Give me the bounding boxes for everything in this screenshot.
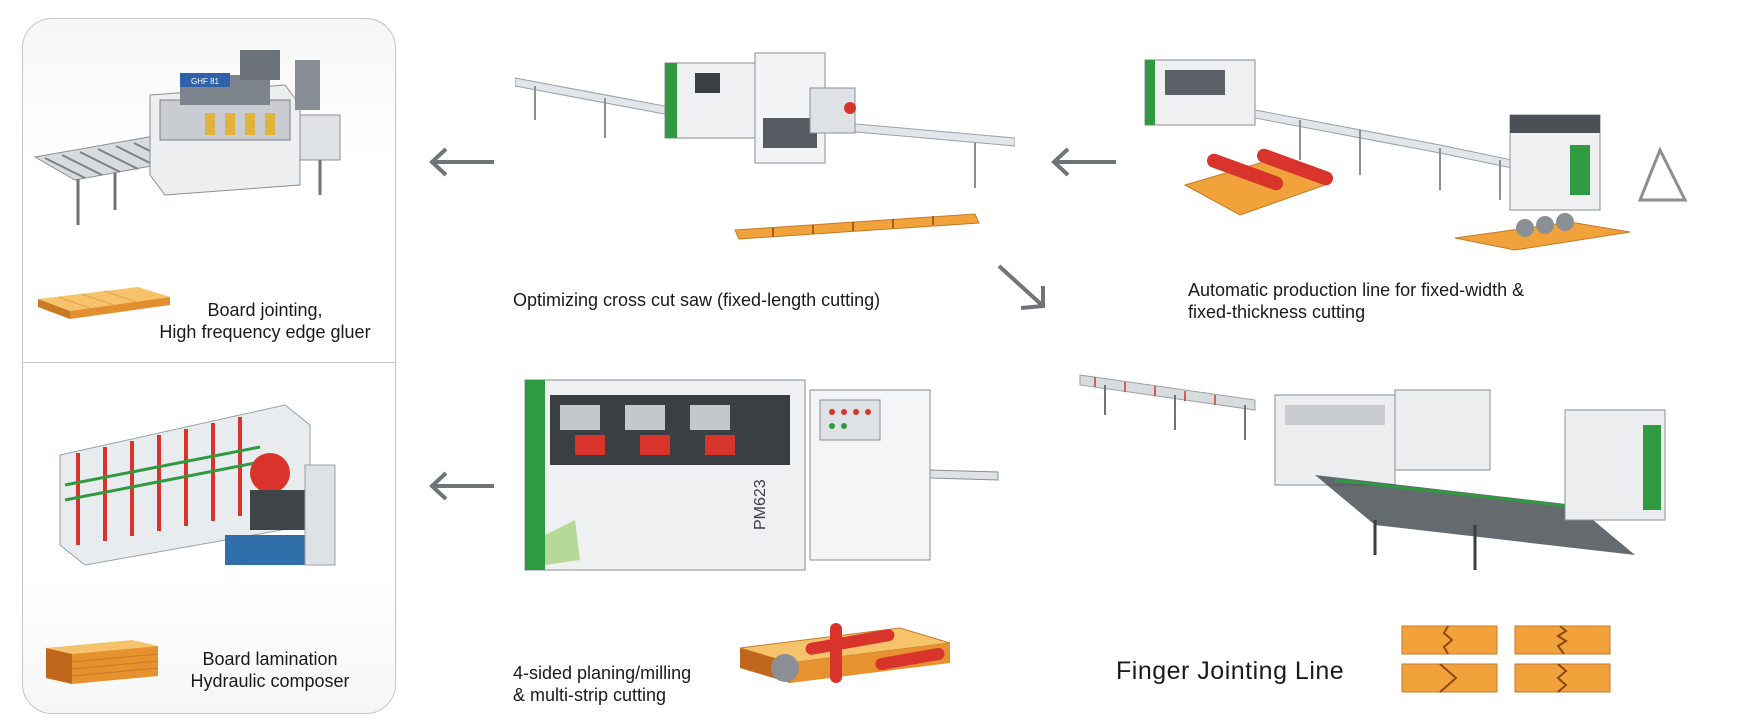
arrow-left-icon	[429, 471, 494, 501]
laminated-block-image	[46, 640, 159, 684]
width-thickness-label: Automatic production line for fixed-widt…	[1188, 280, 1525, 322]
edge-gluer-badge: GHF 81	[191, 77, 220, 86]
planing-label: 4-sided planing/milling & multi-strip cu…	[513, 663, 692, 705]
finger-jointing-label: Finger Jointing Line	[1116, 657, 1345, 685]
cross-cut-saw-label: Optimizing cross cut saw (fixed-length c…	[513, 290, 881, 310]
finger-joint-sample	[1514, 625, 1611, 655]
finger-joint-samples-image	[1401, 625, 1611, 693]
arrow-down-right-icon	[997, 264, 1045, 310]
arrow-left-icon	[429, 147, 494, 177]
hydraulic-composer-image	[59, 404, 336, 566]
board-jointing-label: Board jointing, High frequency edge glue…	[159, 300, 371, 342]
arrow-left-icon	[1051, 147, 1116, 177]
planer-model-text: PM623	[752, 479, 769, 530]
cross-cut-saw-image	[515, 52, 1015, 240]
finger-jointing-line-image	[1079, 374, 1666, 570]
glued-board-image	[38, 287, 170, 319]
width-thickness-line-image	[1144, 59, 1688, 251]
multi-strip-cutting-image	[739, 623, 951, 683]
finger-joint-sample	[1514, 663, 1611, 693]
finger-joint-sample	[1401, 625, 1498, 655]
panel-divider	[23, 362, 395, 363]
board-lamination-label: Board lamination Hydraulic composer	[190, 649, 350, 691]
edge-gluer-machine-image: GHF 81	[33, 50, 341, 225]
finger-joint-sample	[1401, 663, 1498, 693]
four-sided-planer-image: PM623	[524, 379, 999, 571]
